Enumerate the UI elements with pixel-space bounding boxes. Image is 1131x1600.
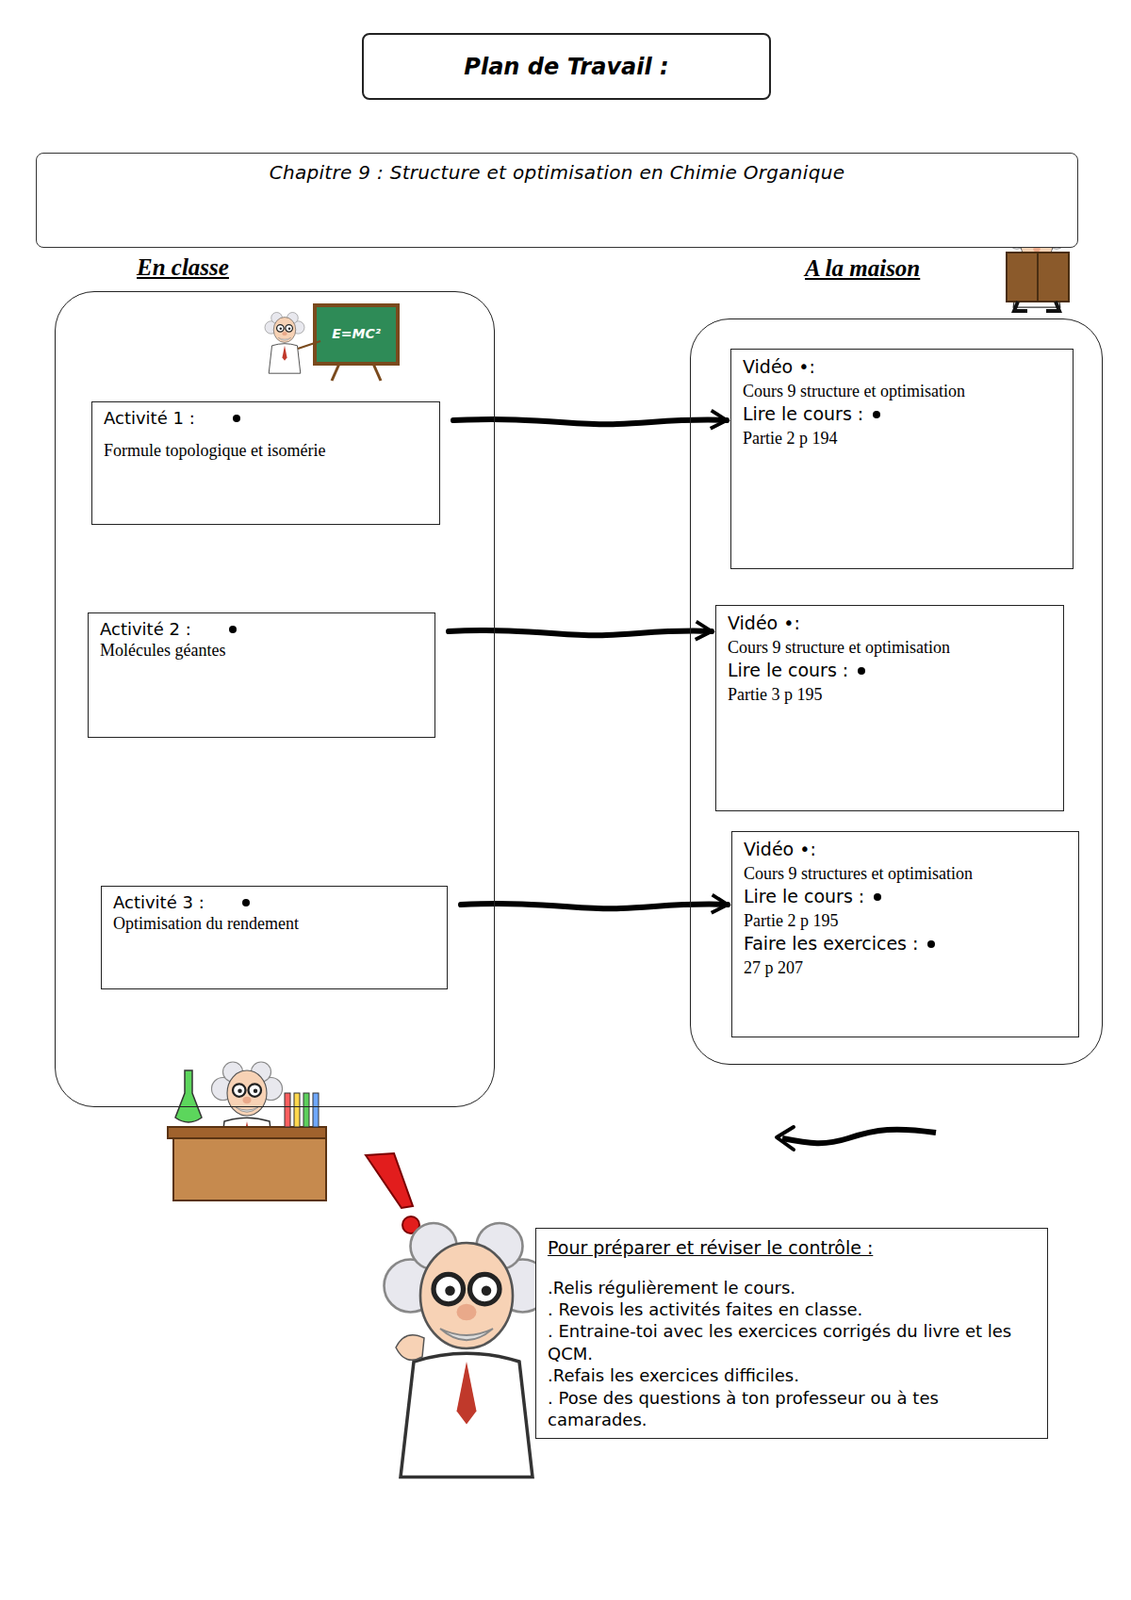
activity-box: Activité 2 :Molécules géantes — [87, 612, 436, 738]
task-detail: Partie 2 p 195 — [743, 909, 1067, 933]
activity-label: Activité 1 : — [103, 408, 196, 428]
task-label: Lire le cours : — [727, 658, 849, 684]
revision-heading: Pour préparer et réviser le contrôle : — [547, 1236, 1036, 1261]
professor-figure — [384, 1223, 550, 1478]
chalk-formula: E=MC² — [331, 326, 382, 342]
wavy-arrow — [448, 630, 712, 636]
desk — [167, 1127, 327, 1139]
revision-tip: . Entraine-toi avec les exercices corrig… — [547, 1320, 1036, 1365]
task-label: Vidéo •: — [742, 355, 1062, 380]
column-panel: En classeActivité 1 :Formule topologique… — [54, 291, 495, 1108]
task-label: Lire le cours : — [742, 402, 864, 427]
column-heading: A la maison — [804, 255, 920, 282]
page-title: Plan de Travail : — [463, 53, 669, 81]
activity-title: Molécules géantes — [99, 640, 424, 661]
activity-box: Activité 3 :Optimisation du rendement — [100, 885, 448, 990]
bullet-dot — [232, 414, 241, 423]
bullet-dot — [873, 893, 882, 902]
wavy-arrow — [460, 903, 728, 909]
task-label: Lire le cours : — [743, 885, 865, 910]
revision-tip: . Pose des questions à ton professeur ou… — [547, 1387, 1036, 1432]
activity-title: Optimisation du rendement — [113, 914, 436, 935]
task-detail: Cours 9 structure et optimisation — [742, 379, 1062, 403]
bullet-dot — [242, 899, 250, 907]
revision-tip: .Relis régulièrement le cours. — [547, 1277, 1036, 1299]
bullet-dot — [872, 410, 881, 419]
label-row: Faire les exercices : — [743, 932, 1067, 957]
exclamation-mark — [365, 1153, 413, 1209]
activity-label: Activité 3 : — [113, 892, 205, 913]
flask — [175, 1070, 202, 1123]
chapter-box: Chapitre 9 : Structure et optimisation e… — [35, 152, 1079, 248]
label-row: Lire le cours : — [742, 402, 1062, 427]
homework-box: Vidéo •:Cours 9 structures et optimisati… — [731, 831, 1080, 1038]
label-row: Activité 3 : — [113, 892, 436, 913]
activity-label: Activité 2 : — [99, 619, 192, 640]
homework-box: Vidéo •:Cours 9 structure et optimisatio… — [730, 348, 1074, 570]
professor-figure — [264, 312, 305, 375]
bullet-dot — [927, 940, 935, 949]
homework-box: Vidéo •:Cours 9 structure et optimisatio… — [715, 605, 1065, 812]
task-detail: Cours 9 structures et optimisation — [743, 862, 1067, 886]
label-row: Lire le cours : — [743, 885, 1067, 910]
chalkboard — [314, 305, 398, 364]
chapter-title: Chapitre 9 : Structure et optimisation e… — [55, 161, 1059, 184]
activity-title: Formule topologique et isomérie — [103, 441, 428, 461]
label-row: Activité 1 : — [103, 408, 428, 428]
activity-box: Activité 1 : Formule topologique et isomé… — [91, 401, 441, 525]
task-detail: 27 p 207 — [743, 956, 1067, 980]
revision-box: Pour préparer et réviser le contrôle : .R… — [535, 1228, 1049, 1440]
task-detail: Partie 2 p 194 — [742, 426, 1062, 450]
revision-tip: . Revois les activités faites en classe. — [547, 1298, 1036, 1321]
task-detail: Cours 9 structure et optimisation — [727, 636, 1052, 659]
bullet-dot — [857, 667, 866, 675]
title-box: Plan de Travail : — [361, 32, 771, 100]
book — [1006, 252, 1069, 302]
label-row: Lire le cours : — [727, 658, 1052, 684]
task-label: Vidéo •: — [743, 837, 1067, 863]
bullet-dot — [229, 625, 237, 634]
task-label: Faire les exercices : — [743, 932, 918, 957]
decorative-arrow — [782, 1130, 936, 1145]
column-panel: A la maisonVidéo •:Cours 9 structure et … — [689, 318, 1103, 1066]
task-detail: Partie 3 p 195 — [727, 683, 1052, 706]
label-row: Activité 2 : — [99, 619, 424, 640]
task-label: Vidéo •: — [727, 611, 1052, 637]
revision-tip: .Refais les exercices difficiles. — [547, 1364, 1036, 1387]
column-heading: En classe — [136, 254, 230, 281]
